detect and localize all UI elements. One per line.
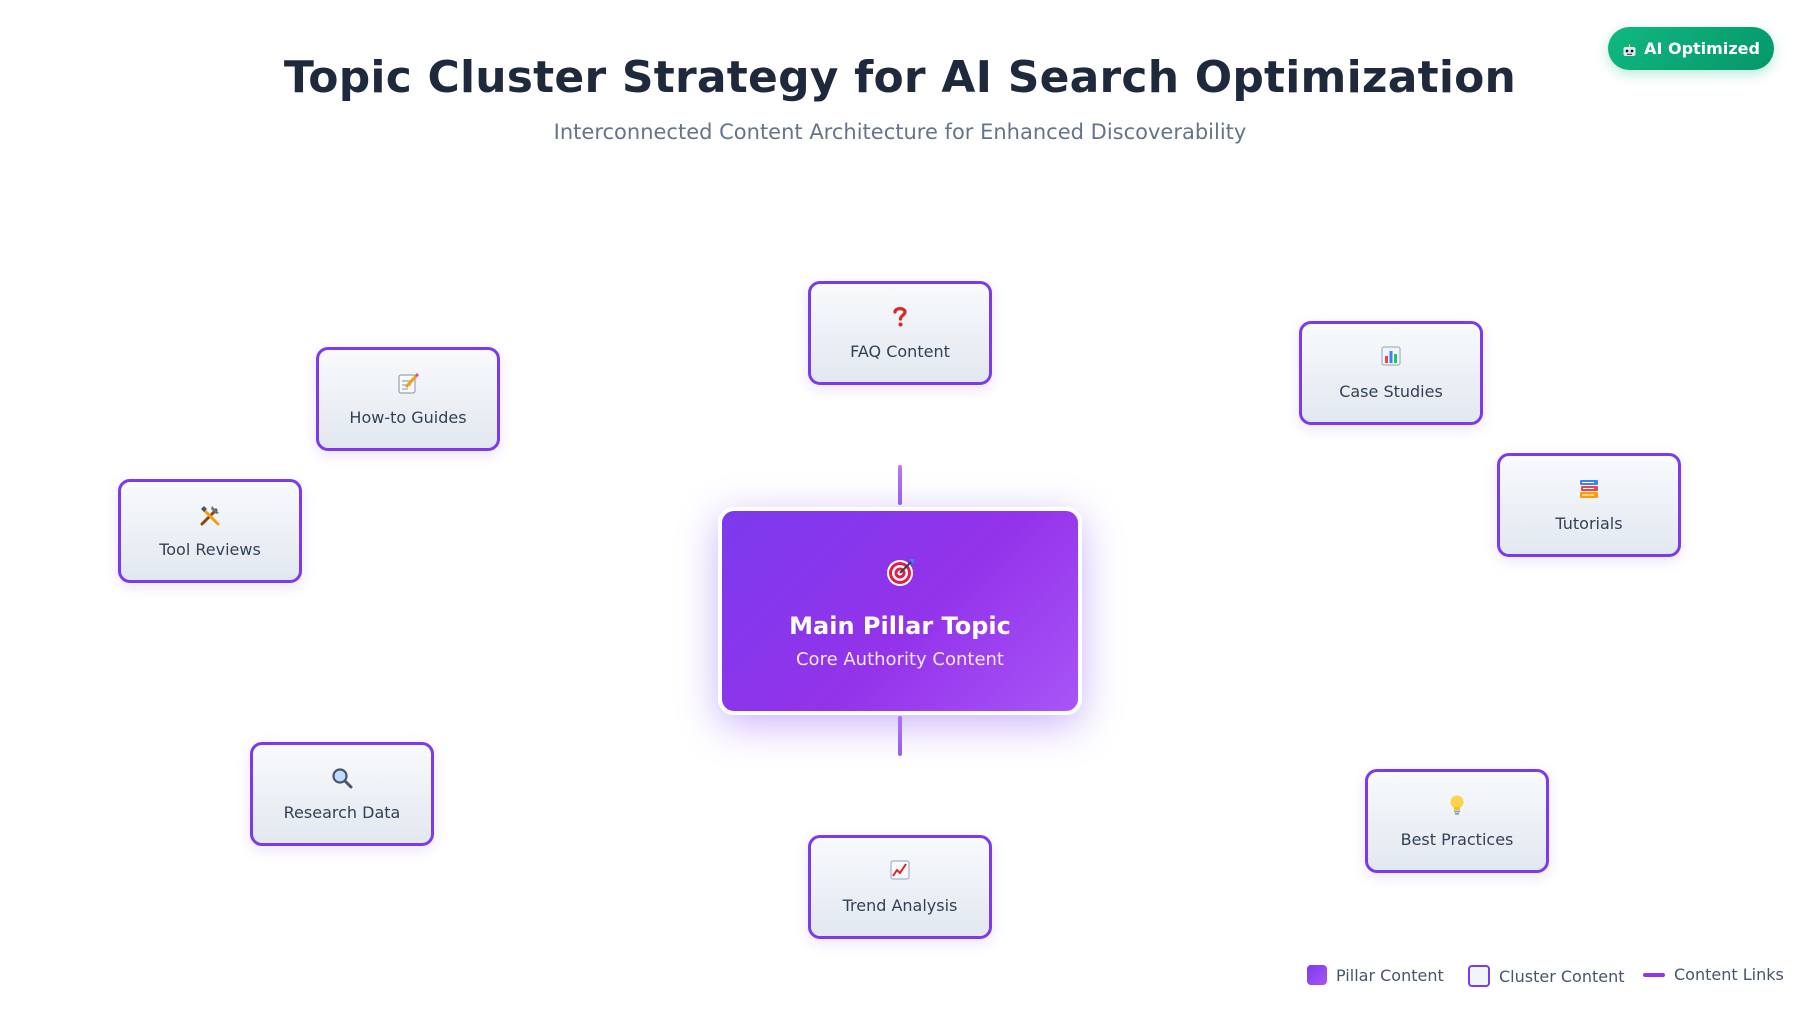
legend-cluster-label: Cluster Content bbox=[1499, 966, 1625, 986]
cluster-label: Research Data bbox=[283, 803, 401, 822]
cluster-node-how-to-guides: How-to Guides bbox=[316, 347, 500, 451]
cluster-node-tutorials: Tutorials bbox=[1497, 453, 1681, 557]
cluster-label: FAQ Content bbox=[850, 342, 950, 361]
lightbulb-icon bbox=[1368, 794, 1546, 816]
pillar-title: Main Pillar Topic bbox=[789, 612, 1011, 640]
legend-cluster: Cluster Content bbox=[1468, 965, 1625, 987]
legend-pillar: Pillar Content bbox=[1307, 965, 1444, 985]
pillar-subtitle: Core Authority Content bbox=[795, 649, 1004, 670]
legend-pillar-label: Pillar Content bbox=[1336, 965, 1444, 985]
cluster-label: How-to Guides bbox=[349, 408, 467, 427]
robot-icon bbox=[1622, 42, 1637, 56]
cluster-label: Best Practices bbox=[1400, 830, 1514, 849]
cluster-node-trend-analysis: Trend Analysis bbox=[808, 835, 992, 939]
magnifier-icon bbox=[253, 767, 431, 789]
cluster-label: Tutorials bbox=[1555, 514, 1623, 533]
link-swatch bbox=[1643, 972, 1665, 977]
cluster-label: Trend Analysis bbox=[842, 896, 958, 915]
pillar-swatch bbox=[1307, 965, 1327, 985]
cluster-node-research-data: Research Data bbox=[250, 742, 434, 846]
pillar-node: Main Pillar Topic Core Authority Content bbox=[718, 507, 1082, 715]
books-icon bbox=[1500, 478, 1678, 500]
memo-icon bbox=[319, 372, 497, 394]
trend-chart-icon bbox=[811, 860, 989, 882]
page-subtitle: Interconnected Content Architecture for … bbox=[553, 120, 1247, 144]
tools-icon bbox=[121, 504, 299, 526]
content-link-top bbox=[898, 465, 902, 505]
bar-chart-icon bbox=[1302, 346, 1480, 368]
cluster-label: Tool Reviews bbox=[159, 540, 261, 559]
cluster-label: Case Studies bbox=[1339, 382, 1443, 401]
question-icon bbox=[811, 306, 989, 328]
badge-label: AI Optimized bbox=[1644, 39, 1760, 58]
page-title: Topic Cluster Strategy for AI Search Opt… bbox=[283, 52, 1517, 103]
ai-optimized-badge: AI Optimized bbox=[1608, 27, 1774, 70]
cluster-node-faq-content: FAQ Content bbox=[808, 281, 992, 385]
target-icon bbox=[886, 557, 914, 586]
cluster-node-case-studies: Case Studies bbox=[1299, 321, 1483, 425]
content-link-bottom bbox=[898, 716, 902, 756]
legend-links-label: Content Links bbox=[1674, 965, 1784, 984]
cluster-node-tool-reviews: Tool Reviews bbox=[118, 479, 302, 583]
cluster-swatch bbox=[1468, 965, 1490, 987]
cluster-node-best-practices: Best Practices bbox=[1365, 769, 1549, 873]
legend-links: Content Links bbox=[1643, 965, 1784, 984]
